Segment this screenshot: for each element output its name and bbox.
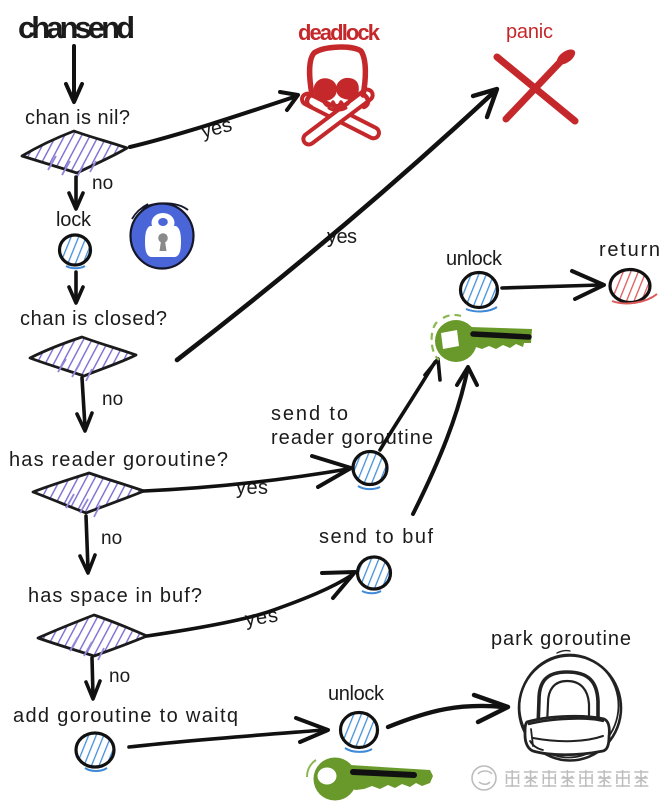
svg-text:panic: panic xyxy=(506,21,553,43)
svg-text:has reader goroutine?: has reader goroutine? xyxy=(9,449,228,471)
svg-text:add goroutine to waitq: add goroutine to waitq xyxy=(13,705,238,727)
svg-text:return: return xyxy=(599,239,660,261)
svg-text:park goroutine: park goroutine xyxy=(491,628,631,650)
svg-text:no: no xyxy=(109,666,130,687)
svg-text:send to buf: send to buf xyxy=(319,526,433,548)
svg-text:no: no xyxy=(92,173,113,194)
svg-text:chan is nil?: chan is nil? xyxy=(25,107,130,129)
svg-text:send to: send to xyxy=(271,403,348,425)
svg-text:lock: lock xyxy=(56,209,92,231)
svg-text:unlock: unlock xyxy=(446,248,503,270)
svg-text:chansend: chansend xyxy=(18,10,135,45)
svg-text:no: no xyxy=(102,389,123,410)
svg-text:has space in buf?: has space in buf? xyxy=(28,585,202,607)
svg-text:deadlock: deadlock xyxy=(298,20,381,45)
svg-text:no: no xyxy=(101,528,122,549)
svg-text:unlock: unlock xyxy=(328,683,385,705)
svg-text:reader goroutine: reader goroutine xyxy=(271,427,433,449)
svg-text:chan is closed?: chan is closed? xyxy=(20,308,167,330)
